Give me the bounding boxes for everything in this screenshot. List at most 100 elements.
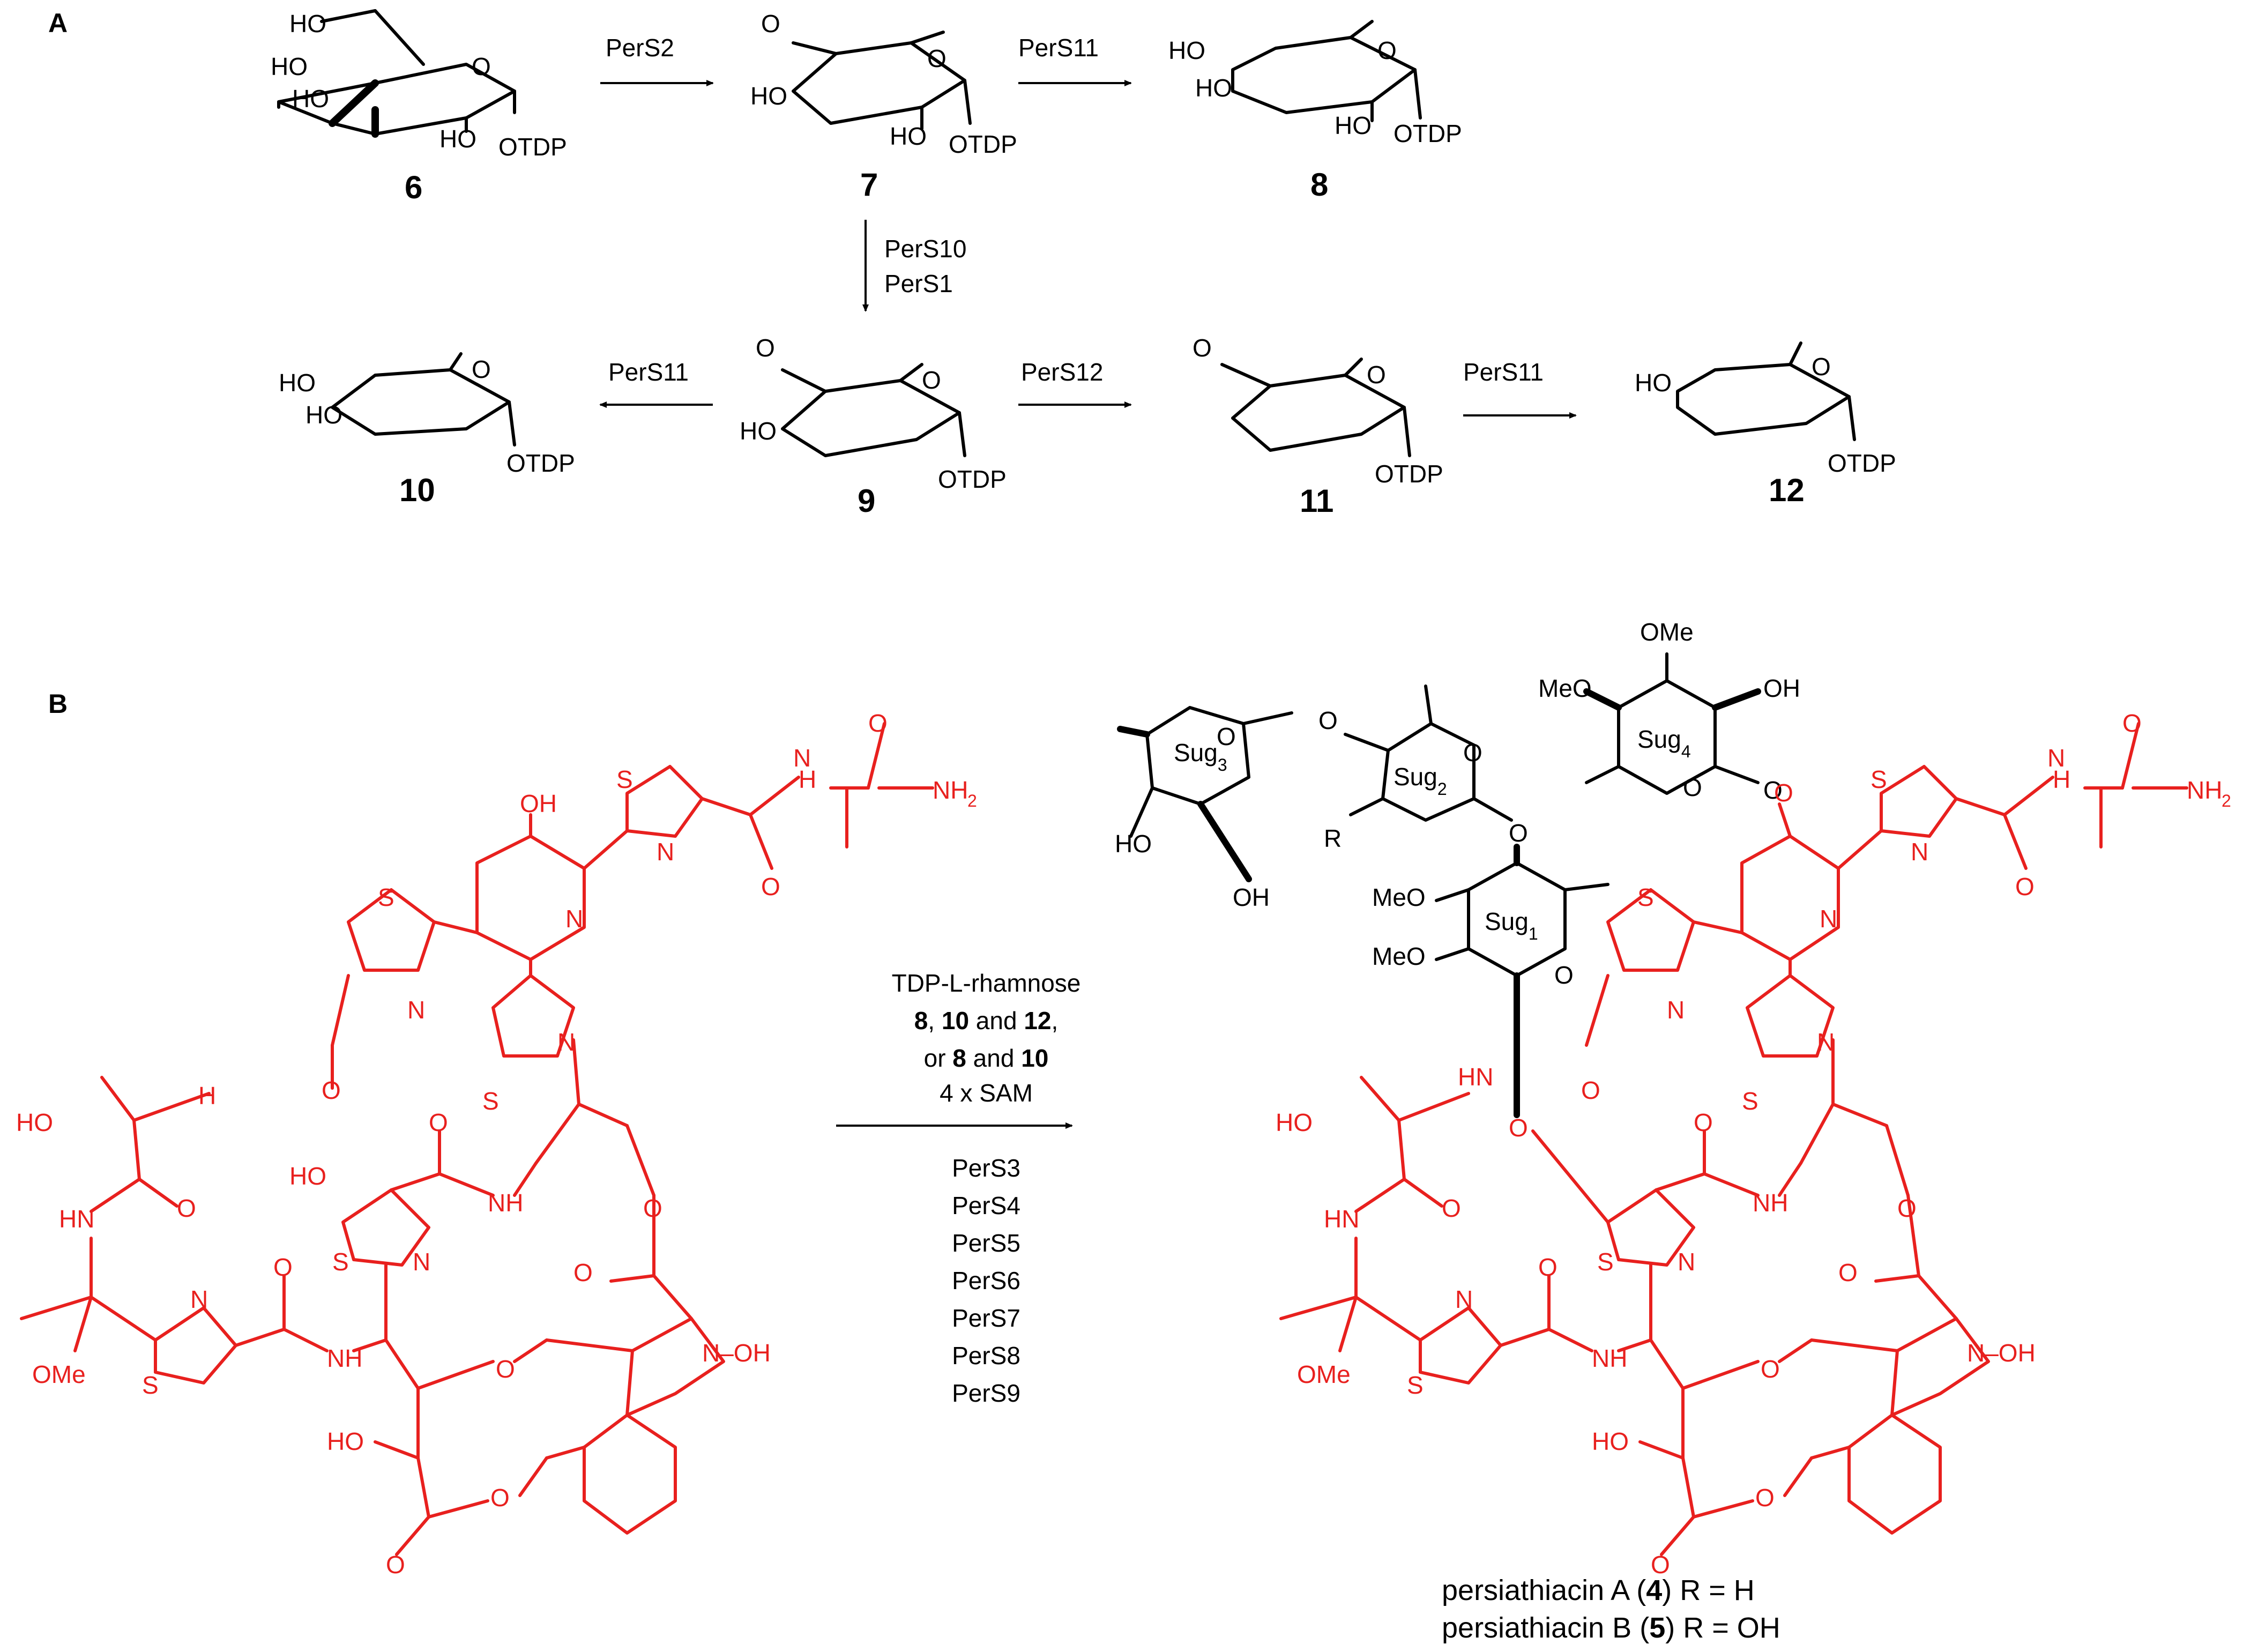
sub-nh2-sub: 2 xyxy=(967,791,977,810)
c7-ho: HO xyxy=(750,82,787,110)
prod-nh2-sub: 2 xyxy=(2222,791,2231,810)
compound-10-label: 10 xyxy=(399,472,435,508)
sugar-2-ring-o: O xyxy=(1463,739,1482,767)
c7-ho-bottom: HO xyxy=(890,122,927,150)
cond-line2-f: , xyxy=(1052,1007,1059,1035)
sugar-1-meo-bottom: MeO xyxy=(1372,942,1426,970)
c10-ring-o: O xyxy=(472,355,491,383)
prod-nh-thz4: NH xyxy=(1592,1344,1627,1372)
product-b-rest: ) R = OH xyxy=(1665,1612,1780,1644)
compound-8-label: 8 xyxy=(1310,167,1328,203)
sub-o-ether: O xyxy=(496,1355,515,1383)
product-b-name: persiathiacin B ( xyxy=(1442,1612,1649,1644)
cond-pers4: PerS4 xyxy=(952,1192,1020,1219)
sugar-3-ring-o: O xyxy=(1217,723,1236,750)
sub-n-top: N xyxy=(793,744,811,772)
enzyme-pers10: PerS10 xyxy=(884,235,966,263)
sub-n-thz3: N xyxy=(557,1028,575,1056)
prod-n-thz1: N xyxy=(1911,838,1928,866)
sugar-4-ring-o: O xyxy=(1683,773,1702,801)
sugar-link-o-32: O xyxy=(1318,706,1338,734)
sub-nh-top: H xyxy=(799,765,816,793)
cond-line3-b: 8 xyxy=(952,1044,966,1072)
compound-7-label: 7 xyxy=(860,167,878,203)
cond-pers8: PerS8 xyxy=(952,1342,1020,1370)
cond-pers5: PerS5 xyxy=(952,1229,1020,1257)
prod-n-pyridine: N xyxy=(1820,905,1837,933)
sugar-1-meo-top: MeO xyxy=(1372,883,1426,911)
sugar-4-oh: OH xyxy=(1763,674,1800,702)
prod-n-thz5: N xyxy=(1678,1248,1695,1276)
c8-ring-o: O xyxy=(1377,36,1397,64)
cond-line2-c: 10 xyxy=(942,1007,969,1035)
prod-o-ether: O xyxy=(1761,1355,1780,1383)
prod-o-thz5-amide: O xyxy=(1694,1108,1713,1136)
c11-ring-o: O xyxy=(1367,361,1386,389)
c10-ho-left: HO xyxy=(305,401,342,429)
sub-o-lactone2: O xyxy=(490,1484,510,1512)
prod-n-top: N xyxy=(2047,744,2065,772)
c8-ho-left: HO xyxy=(1195,74,1232,102)
sugar-4-num: 4 xyxy=(1681,742,1691,761)
c11-otdp: OTDP xyxy=(1375,460,1443,488)
reaction-conditions: TDP-L-rhamnose 8, 10 and 12, or 8 and 10… xyxy=(836,969,1080,1407)
prod-ho-thr: HO xyxy=(1276,1108,1313,1136)
cond-pers9: PerS9 xyxy=(952,1379,1020,1407)
sub-hn: HN xyxy=(59,1205,94,1233)
sugar-2-text: Sug xyxy=(1394,763,1437,791)
sub-ome: OMe xyxy=(32,1360,86,1388)
sub-n-thz5: N xyxy=(413,1248,430,1276)
cond-line2-d: and xyxy=(969,1007,1024,1035)
sugar-3-text: Sug xyxy=(1174,739,1218,767)
prod-o-ester: O xyxy=(1897,1194,1917,1222)
c6-ho-low: HO xyxy=(292,85,329,113)
enzyme-pers12: PerS12 xyxy=(1021,358,1103,386)
sugar-4-meo: MeO xyxy=(1538,674,1592,702)
enzyme-pers11-c: PerS11 xyxy=(1463,358,1544,386)
sub-nh2: NH xyxy=(933,776,968,804)
prod-s-thz3: S xyxy=(1742,1087,1758,1115)
panel-b-label: B xyxy=(48,689,68,719)
product-a-number: 4 xyxy=(1646,1574,1662,1606)
prod-n-thz2: N xyxy=(1667,996,1685,1024)
cond-line3-d: 10 xyxy=(1021,1044,1048,1072)
sugar-4-label: Sug4 xyxy=(1637,725,1691,761)
c9-keto-o: O xyxy=(756,334,775,362)
sub-s-thz1: S xyxy=(616,765,633,793)
prod-o-lactone2: O xyxy=(1755,1484,1775,1512)
sub-s-thz4: S xyxy=(142,1371,159,1399)
c6-ho-left: HO xyxy=(271,53,308,80)
structure-6: HO HO HO O HO OTDP 6 xyxy=(271,9,567,205)
compound-9-label: 9 xyxy=(858,483,875,519)
c7-ring-o: O xyxy=(927,44,947,72)
sub-o-thz5-amide: O xyxy=(429,1108,448,1136)
sub-n-thz2: N xyxy=(407,996,425,1024)
sub-n-oh: N–OH xyxy=(702,1339,771,1367)
sub-o-thr: O xyxy=(177,1194,196,1222)
cond-pers7: PerS7 xyxy=(952,1304,1020,1332)
product-persiathiacin: Sug3 O HO OH O Sug2 O R O Sug1 O MeO MeO… xyxy=(1115,618,2231,1579)
sub-n-thz4: N xyxy=(190,1285,208,1313)
sub-ho-bottom: HO xyxy=(327,1427,364,1455)
prod-o-ketone: O xyxy=(1581,1076,1600,1104)
sub-o-amide2: O xyxy=(761,873,780,901)
cond-line2: 8, 10 and 12, xyxy=(914,1007,1059,1035)
c8-otdp: OTDP xyxy=(1394,120,1462,147)
c9-ho: HO xyxy=(740,417,777,445)
prod-nh-thz5: NH xyxy=(1753,1189,1788,1217)
sugar-link-o-21: O xyxy=(1509,819,1528,847)
sugar-1-ring-o: O xyxy=(1554,961,1574,989)
c11-keto-o: O xyxy=(1193,334,1212,362)
structure-10: HO HO O OTDP 10 xyxy=(279,352,575,508)
cond-line2-e: 12 xyxy=(1024,1007,1051,1035)
sub-o-ester: O xyxy=(643,1194,662,1222)
c9-ring-o: O xyxy=(922,366,941,394)
enzyme-pers2: PerS2 xyxy=(606,34,674,62)
prod-hn: HN xyxy=(1324,1205,1359,1233)
sub-o-amide: O xyxy=(868,709,888,737)
sugar-3-ho: HO xyxy=(1115,830,1152,858)
cond-line3: or 8 and 10 xyxy=(924,1044,1049,1072)
sugar-1-text: Sug xyxy=(1485,907,1529,935)
c12-ring-o: O xyxy=(1812,353,1831,381)
